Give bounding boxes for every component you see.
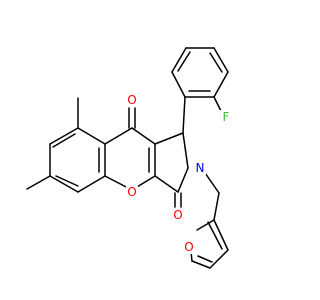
bond <box>213 71 229 98</box>
atom-label-n: N <box>196 161 205 175</box>
bond <box>55 175 79 187</box>
bond <box>207 221 223 250</box>
bond <box>49 175 79 193</box>
bond <box>213 192 220 221</box>
atom-label-background <box>220 110 232 124</box>
bond <box>26 175 51 190</box>
bond <box>182 96 186 134</box>
bond <box>213 47 229 73</box>
bond <box>52 133 76 148</box>
atom-label-background <box>194 161 206 175</box>
bond <box>213 96 222 112</box>
atom-o-ketone: O <box>126 93 138 107</box>
atom-o-lactam: O <box>172 208 184 222</box>
atom-label-background <box>126 93 138 107</box>
molecule-structure-diagram: O O O O N F <box>26 47 232 269</box>
bond <box>171 47 187 73</box>
atom-label-layer: O O O O N F <box>126 93 232 254</box>
bond <box>182 132 189 169</box>
bond <box>213 219 229 251</box>
atom-label-background <box>183 240 195 254</box>
bond <box>154 175 179 193</box>
atom-o-furan: O <box>183 240 195 254</box>
bond <box>49 127 79 145</box>
bond <box>191 260 211 269</box>
atom-label-o: O <box>173 208 182 222</box>
bond <box>177 167 189 193</box>
bond <box>209 52 223 73</box>
atom-label-background <box>172 208 184 222</box>
atom-o-pyran: O <box>126 185 138 199</box>
atom-n-pyrrole: N <box>194 161 206 175</box>
bond <box>154 132 184 145</box>
atom-f-aryl: F <box>220 110 232 124</box>
atom-label-background <box>126 185 138 199</box>
atom-label-f: F <box>223 110 230 124</box>
atom-label-o: O <box>127 185 136 199</box>
bond <box>171 71 186 98</box>
bond-layer <box>26 47 229 269</box>
bond <box>177 51 191 72</box>
bond <box>196 219 215 231</box>
atom-label-o: O <box>127 93 136 107</box>
bond <box>104 127 133 145</box>
bond <box>197 255 213 263</box>
bond <box>209 249 229 269</box>
bond <box>77 127 106 145</box>
atom-label-o: O <box>184 240 193 254</box>
bond <box>77 175 106 193</box>
bond <box>131 127 156 145</box>
